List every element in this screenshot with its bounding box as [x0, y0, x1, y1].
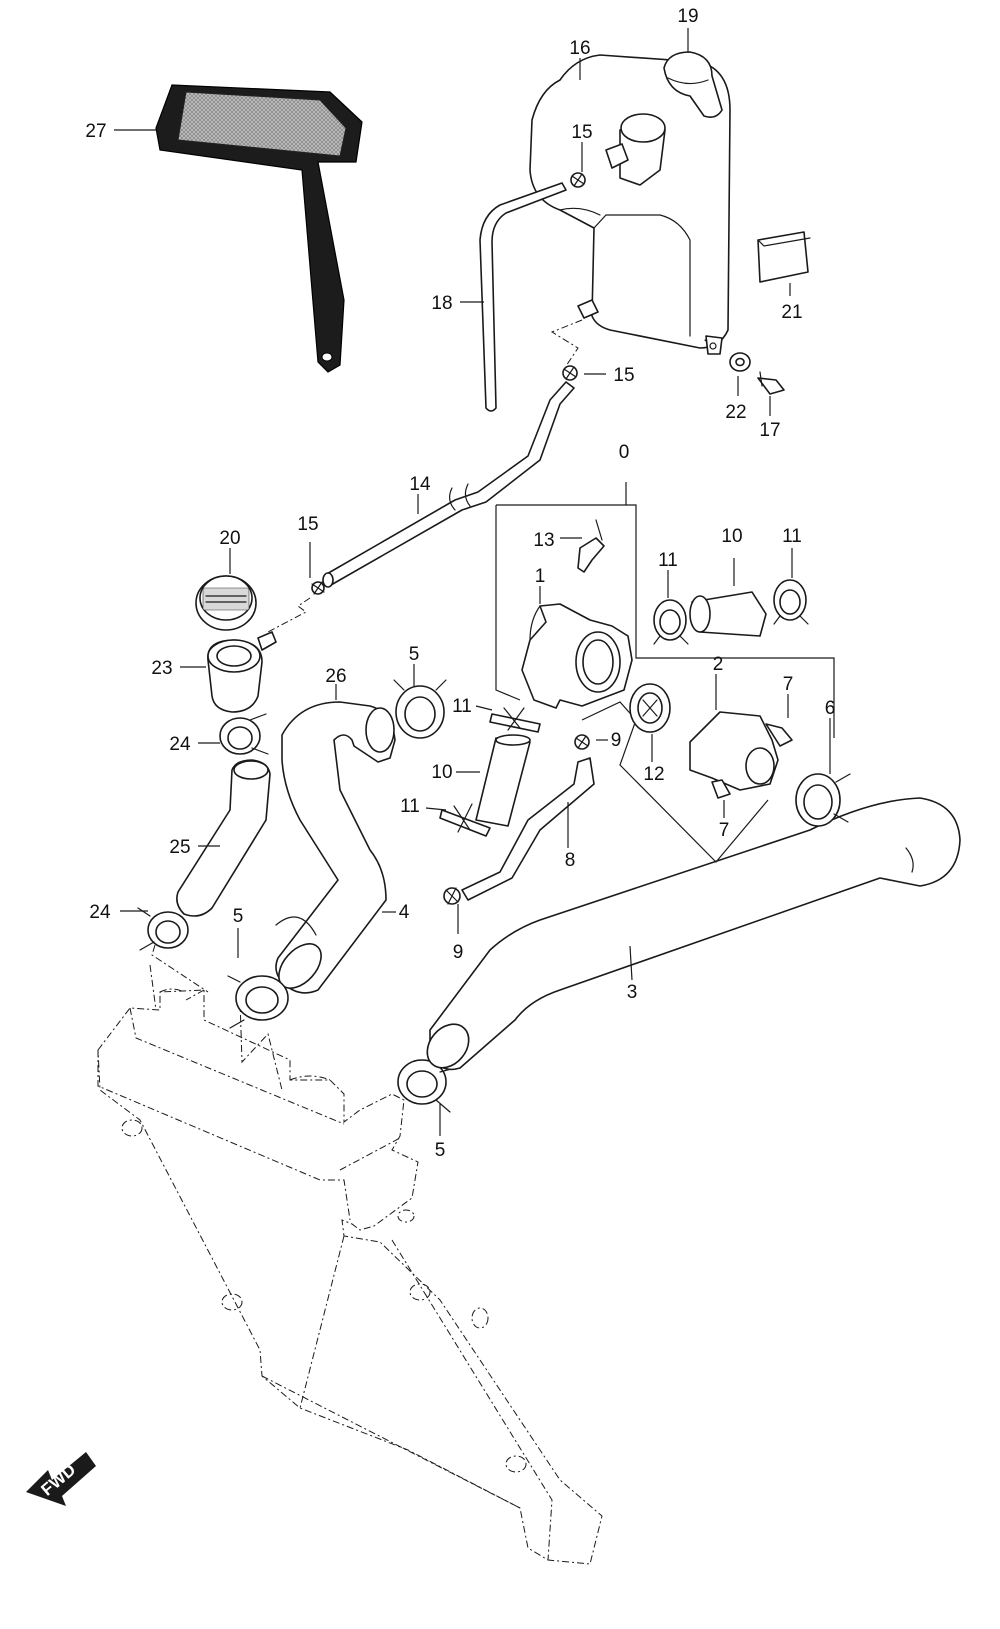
radiator-outline — [97, 988, 603, 1565]
upper-radiator-hose-part — [275, 701, 396, 994]
callout-20: 20 — [219, 528, 240, 549]
hose-clamp-11-middle-upper — [489, 707, 541, 733]
hose-clamp-15-lower — [311, 581, 325, 595]
callout-1: 1 — [535, 566, 546, 587]
callout-25: 25 — [169, 837, 190, 858]
reservoir-hose-part — [322, 381, 575, 588]
callout-11-middle-upper: 11 — [452, 696, 472, 717]
callout-16: 16 — [569, 38, 590, 59]
callout-9-upper: 9 — [611, 730, 622, 751]
callout-5-upper: 5 — [409, 644, 420, 665]
heat-shield-part — [155, 84, 363, 373]
callout-4: 4 — [399, 902, 410, 923]
overflow-hose-part — [479, 182, 567, 412]
leader-lines — [114, 28, 831, 1136]
callout-3: 3 — [627, 982, 638, 1003]
thermostat-assembly-outline — [495, 482, 835, 863]
callout-24-lower: 24 — [89, 902, 111, 923]
callout-10-upper: 10 — [721, 526, 742, 547]
callout-7-upper: 7 — [783, 674, 794, 695]
reservoir-tank-part — [529, 54, 731, 355]
hose-clamp-5-lower — [397, 1059, 463, 1113]
callout-11-middle-lower: 11 — [400, 796, 420, 817]
hose-clamp-15-upper — [570, 172, 586, 188]
temperature-sensor-part — [577, 519, 605, 573]
bypass-hose-part — [461, 757, 595, 901]
callout-24-upper: 24 — [169, 734, 191, 755]
callout-2: 2 — [713, 654, 724, 675]
hose-clamp-11-middle-lower — [439, 803, 491, 837]
callout-12: 12 — [643, 764, 664, 785]
callout-5-lower: 5 — [435, 1140, 446, 1161]
thermostat-housing-part — [521, 603, 633, 709]
callout-8: 8 — [565, 850, 576, 871]
hose-clamp-5-upper — [393, 679, 447, 739]
thermostat-part — [629, 683, 671, 733]
callout-11-upper-left: 11 — [658, 550, 678, 571]
callout-10-middle: 10 — [431, 762, 452, 783]
callout-0: 0 — [619, 442, 630, 463]
callout-18: 18 — [431, 293, 452, 314]
short-hose-part — [176, 759, 271, 917]
hose-clamp-9-lower — [443, 887, 461, 905]
callout-15-lower: 15 — [297, 514, 318, 535]
callout-13: 13 — [533, 530, 554, 551]
callout-9-lower: 9 — [453, 942, 464, 963]
hose-clamp-6 — [795, 773, 851, 827]
callout-19: 19 — [677, 6, 698, 27]
callout-17: 17 — [759, 420, 780, 441]
hose-clamp-24-upper — [219, 713, 269, 755]
thermostat-cover-part — [689, 711, 779, 791]
callout-14: 14 — [409, 474, 431, 495]
hose-clamp-11-upper-right — [773, 579, 809, 625]
hose-clamp-24-lower — [137, 907, 189, 951]
callout-6: 6 — [825, 698, 836, 719]
callout-26: 26 — [325, 666, 346, 687]
hose-clamp-15-middle — [562, 365, 578, 381]
callout-15-middle: 15 — [613, 365, 634, 386]
callout-7-lower: 7 — [719, 820, 730, 841]
radiator-cap-part — [195, 575, 257, 631]
callout-5-middle: 5 — [233, 906, 244, 927]
hose-clamp-5-middle — [227, 975, 289, 1029]
callout-15-upper: 15 — [571, 122, 592, 143]
bolt-part — [757, 371, 785, 395]
filler-neck-part — [207, 631, 277, 713]
grommet-part — [729, 352, 751, 372]
hose-clamp-9-upper — [574, 734, 590, 750]
callout-27: 27 — [85, 121, 106, 142]
lower-radiator-hose-part — [426, 797, 961, 1071]
short-hose-10-middle — [475, 734, 531, 827]
callout-23: 23 — [151, 658, 172, 679]
callout-21: 21 — [781, 302, 802, 323]
callout-11-upper-right: 11 — [782, 526, 802, 547]
bolt-7-upper — [765, 723, 793, 747]
short-hose-10-upper — [689, 591, 767, 637]
reservoir-cap-part — [663, 51, 723, 118]
callout-22: 22 — [725, 402, 746, 423]
bolt-7-lower — [711, 779, 731, 799]
hose-clamp-11-upper-left — [653, 599, 689, 645]
arrow-fwd-icon: FWD — [26, 1452, 96, 1506]
callout-labels: 0 1 2 3 4 5 5 5 6 7 7 8 9 9 10 10 11 11 … — [85, 6, 835, 1161]
label-pad-part — [757, 231, 811, 283]
